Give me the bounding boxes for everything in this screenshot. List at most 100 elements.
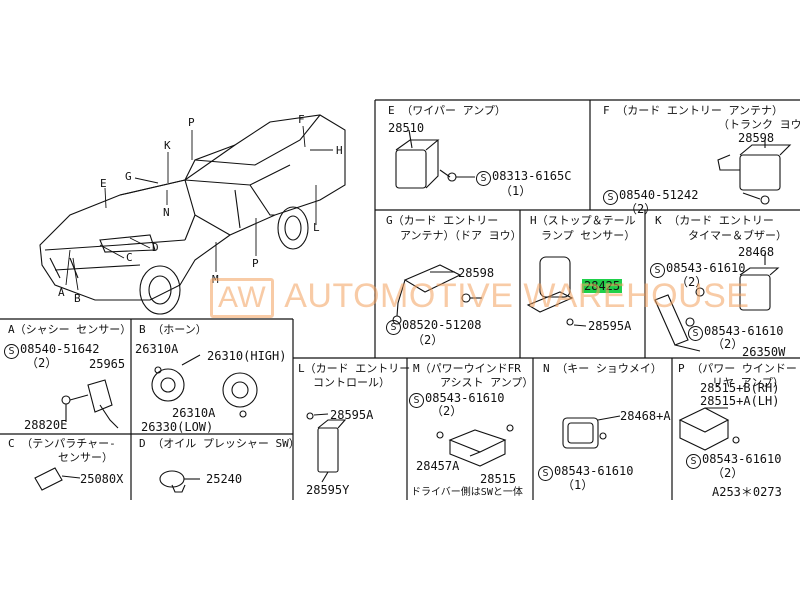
callout-letter: F [298,113,305,126]
quantity: （2） [712,466,744,480]
panel-subtitle: アンテナ）（ドア ヨウ） [400,229,522,242]
control-unit-drawing [306,412,347,483]
part-number: 26330(LOW) [141,420,214,434]
stop-tail-sensor-drawing [526,256,587,327]
part-number: 25240 [206,472,243,486]
screw-symbol-icon: S [688,326,703,341]
callout-letter: N [163,206,170,219]
callout-letter: B [74,292,81,305]
panel-title: P （パワー ウインドー [678,362,797,375]
car-overview-drawing [39,114,346,315]
callout-letter: G [125,170,132,183]
part-number: 28598 [458,266,495,280]
callout-letter: E [100,177,107,190]
callout-letter: K [164,139,171,152]
temperature-sensor-drawing [34,467,81,491]
panel-subtitle: リヤ アンプ） [712,376,784,389]
fr-assist-amp-drawing [436,424,514,467]
panel-title: B （ホーン） [139,323,207,336]
highlighted-part: 28425 [582,279,623,293]
part-number: 28457A [416,459,460,473]
quantity: （1） [500,184,532,198]
part-number: 28468+A [620,409,671,423]
panel-subtitle: タイマー＆ブザー） [688,229,787,242]
part-number: 28510 [388,121,425,135]
callout-letter: P [188,116,195,129]
part-number: 28468 [738,245,775,259]
panel-title: G（カード エントリー [386,214,499,227]
part-number: 28515 [480,472,517,486]
part-number: 28820E [24,418,68,432]
panel-title: C （テンパラチャー- [8,437,116,450]
panel-title: H（ストップ＆テール [530,214,636,227]
callout-leaders [65,125,333,291]
quantity: （2） [431,404,463,418]
key-lamp-drawing [562,415,621,449]
timer-buzzer-drawing [654,253,780,352]
panel-subtitle: ランプ センサー） [541,229,636,242]
quantity: （2） [412,333,444,347]
panel-title: D （オイル プレッシャー SW） [139,437,300,450]
callout-letter: A [58,286,65,299]
part-number: 28595A [330,408,374,422]
screw-symbol-icon: S [538,466,553,481]
wiper-amp-drawing [395,129,475,189]
panel-subtitle: センサー） [58,451,113,464]
quantity: （2） [625,202,657,216]
quantity: （1） [562,478,594,492]
callout-letter: D [152,241,159,254]
screw-symbol-icon: S [686,454,701,469]
screw-symbol-icon: S [4,344,19,359]
panel-title: A（シャシー センサー） [8,323,132,336]
horn-drawing [151,354,258,418]
screw-symbol-icon: S [476,171,491,186]
part-number: 28595A [588,319,632,333]
part-number: 28595Y [306,483,350,497]
trunk-antenna-drawing [717,139,792,205]
panel-subtitle: コントロール） [313,376,390,389]
part-number: 26310(HIGH) [207,349,287,363]
screw-symbol-icon: S [650,263,665,278]
panel-title: E （ワイパー アンプ） [388,104,506,117]
watermark-mark: AW [210,278,275,318]
panel-title: M（パワーウインドFR [413,362,521,375]
screw-symbol-icon: S [386,320,401,335]
figure-code: A253＊0273 [712,485,782,499]
screw-symbol-icon: S [603,190,618,205]
part-number: 28425 [582,279,623,293]
part-number: 26310A [135,342,179,356]
rear-amp-drawing [678,407,740,451]
part-number: 28598 [738,131,775,145]
panel-title: N （キー ショウメイ） [543,362,662,375]
panel-note: ドライバー側はSWと一体 [411,487,523,498]
panel-subtitle: （トランク ヨウ） [718,118,800,131]
part-number: 25965 [89,357,126,371]
callout-letter: L [313,221,320,234]
part-number: 26350W [742,345,786,359]
panel-title: K （カード エントリー [655,214,774,227]
screw-symbol-icon: S [409,393,424,408]
callout-letter: P [252,257,259,270]
quantity: （2） [712,337,744,351]
part-number: 26310A [172,406,216,420]
callout-letter: H [336,144,343,157]
panel-title: L（カード エントリー [298,362,411,375]
chassis-sensor-drawing [61,379,119,429]
callout-letter: C [126,251,133,264]
panel-subtitle: アシスト アンプ） [440,376,534,389]
part-number: 28515+B(RH) [700,381,780,395]
watermark-text: AUTOMOTIVE WAREHOUSE [284,277,750,315]
oil-pressure-switch-drawing [159,470,200,493]
